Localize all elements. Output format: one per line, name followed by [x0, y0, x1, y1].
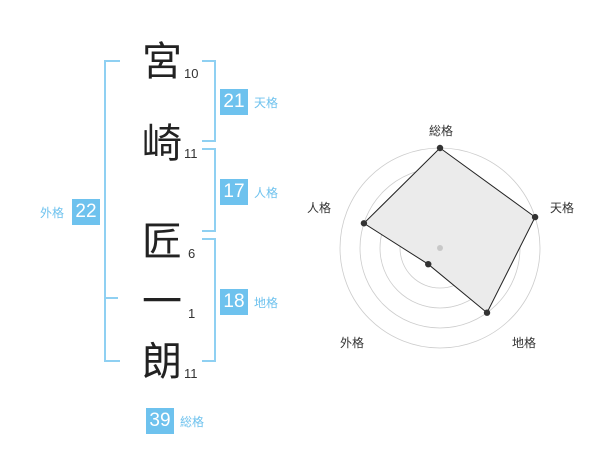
gaikaku-bracket-divider [104, 297, 118, 299]
radar-axis-label-chikaku: 地格 [512, 335, 536, 350]
chikaku-label: 地格 [254, 296, 279, 310]
name-char-1: 宮 [142, 39, 182, 85]
tenkaku-bracket [202, 60, 216, 142]
jinkaku-bracket [202, 148, 216, 232]
radar-point [483, 309, 491, 316]
stroke-count-2: 11 [184, 146, 198, 161]
jinkaku-score: 17 [220, 179, 248, 205]
radar-points [360, 144, 539, 316]
gaikaku-label: 外格 [40, 206, 65, 220]
stroke-count-4: 1 [188, 306, 196, 321]
radar-point [360, 220, 368, 227]
jinkaku-label: 人格 [254, 186, 279, 200]
name-char-2: 崎 [142, 121, 182, 167]
soukaku-label: 総格 [180, 415, 205, 429]
radar-point [436, 144, 444, 152]
radar-point [531, 213, 539, 221]
stroke-count-1: 10 [184, 66, 199, 81]
stroke-count-5: 11 [184, 366, 198, 381]
radar-axis-label-tenkaku: 天格 [550, 200, 574, 215]
stroke-count-3: 6 [188, 246, 196, 261]
radar-point [425, 260, 432, 268]
radar-axis-label-gaikaku: 外格 [340, 335, 364, 350]
gaikaku-score: 22 [72, 199, 100, 225]
radar-axis-label-jinkaku: 人格 [307, 200, 331, 215]
name-char-3: 匠 [142, 219, 182, 265]
radar-axis-label-soukaku: 総格 [429, 123, 453, 138]
chikaku-bracket [202, 238, 216, 362]
radar-center-dot [437, 245, 443, 251]
soukaku-score: 39 [146, 408, 174, 434]
radar-polygon [363, 147, 536, 314]
name-char-4: 一 [142, 279, 182, 325]
tenkaku-label: 天格 [254, 96, 279, 110]
tenkaku-score: 21 [220, 89, 248, 115]
chikaku-score: 18 [220, 289, 248, 315]
gaikaku-bracket [104, 60, 120, 362]
name-char-5: 朗 [142, 339, 182, 385]
